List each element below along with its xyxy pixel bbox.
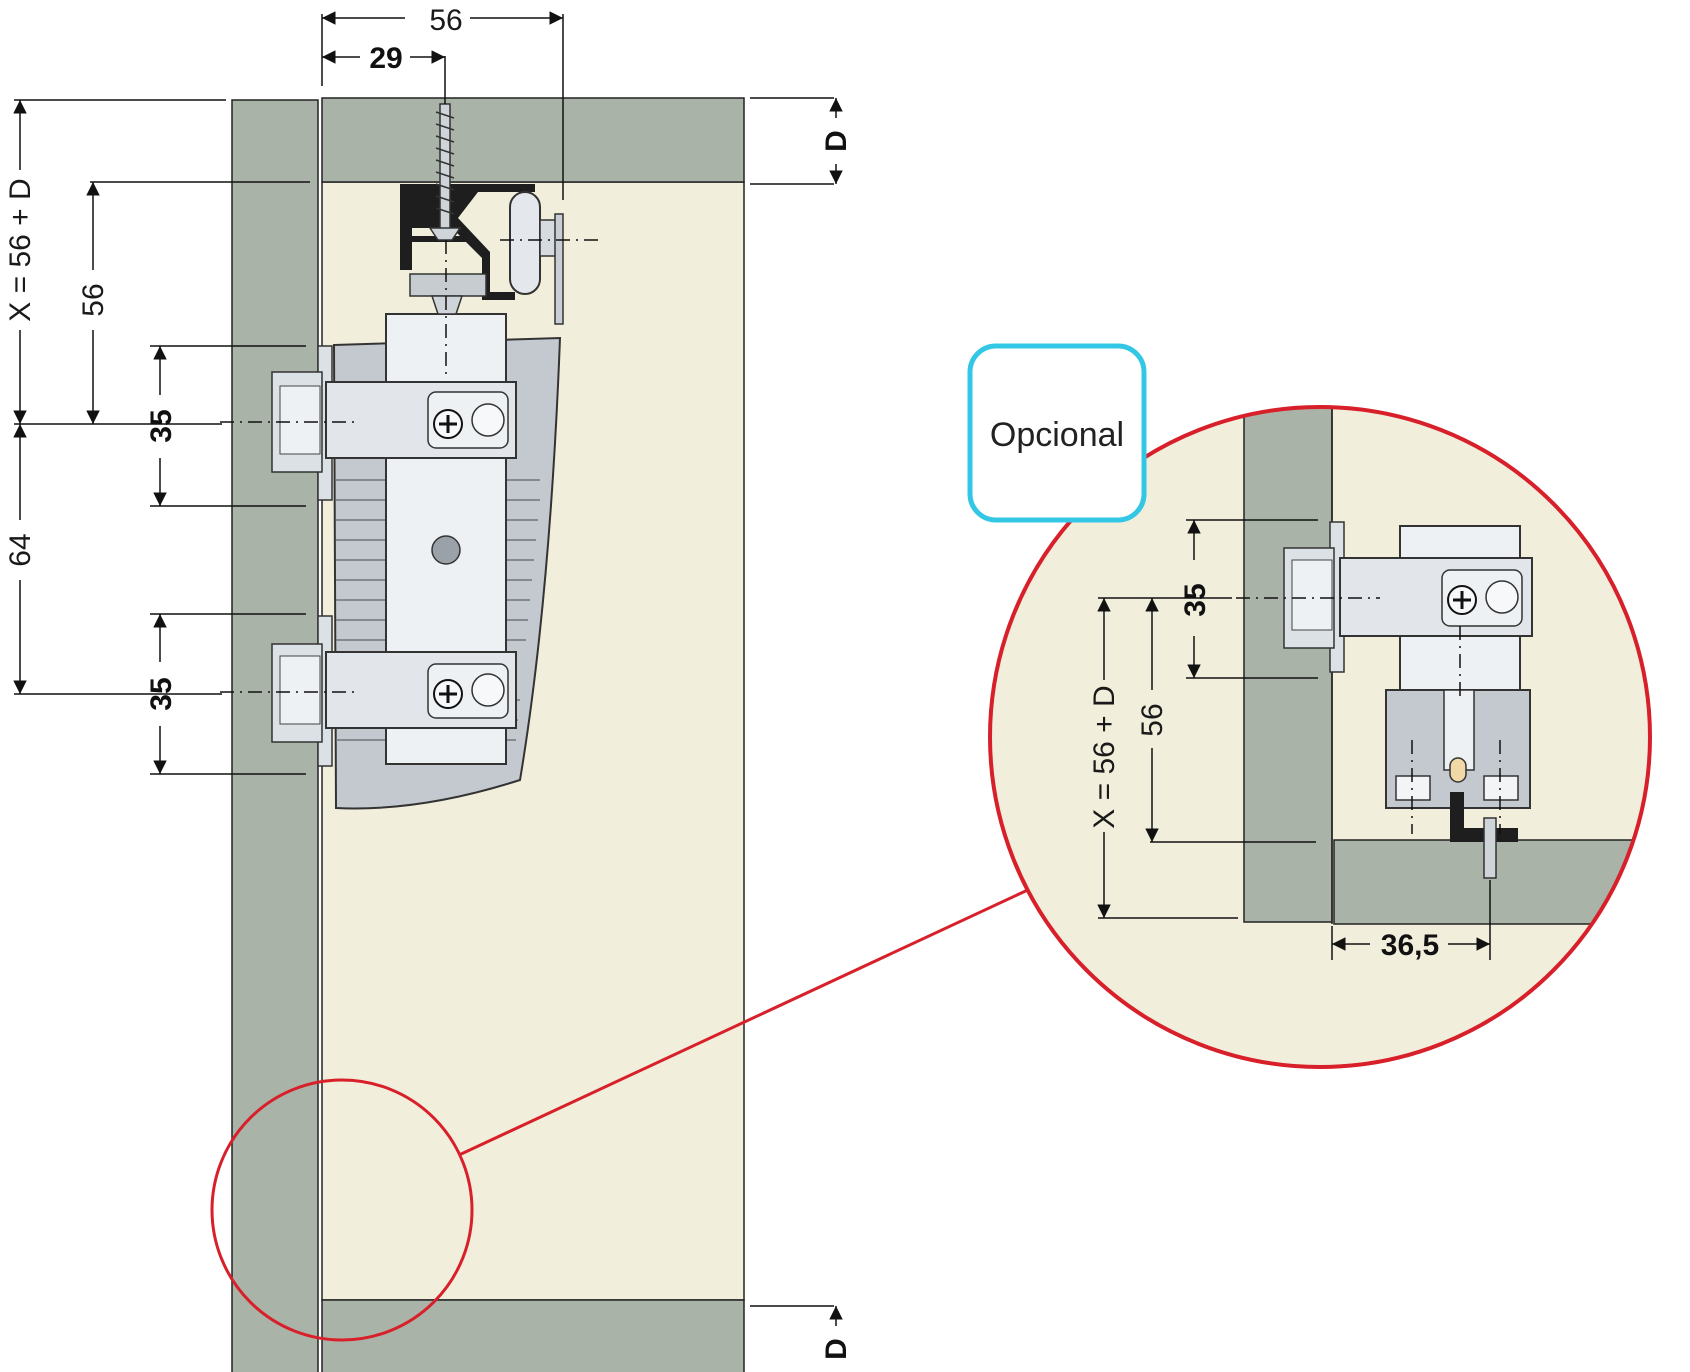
- dimension-lines: [13, 11, 843, 1326]
- detail-side-panel: [1243, 407, 1333, 923]
- magnifier-source-circle: [210, 1078, 474, 1342]
- detail-bottom-panel: [1333, 839, 1650, 925]
- detail-dim-total-height: X = 56 + D: [1088, 685, 1121, 828]
- detail-dim-clip: 35: [1179, 583, 1212, 616]
- detail-dimension-lines: [1097, 520, 1490, 951]
- dim-screw-offset: 29: [369, 42, 402, 75]
- dim-clip-spacing: 64: [4, 533, 37, 566]
- detail-stop-angle: [1450, 792, 1518, 842]
- detail-view: [990, 407, 1650, 1067]
- center-lines: [220, 239, 600, 693]
- door-hanger-bracket: [332, 295, 562, 810]
- running-wheel: [509, 191, 541, 295]
- top-panel: [321, 97, 745, 183]
- dim-panel-top: D: [820, 130, 853, 152]
- magnifier-detail-circle: [988, 405, 1652, 1069]
- dim-panel-bottom: D: [820, 1338, 853, 1360]
- clip-lower: [271, 615, 517, 767]
- bottom-panel: [321, 1299, 745, 1372]
- dim-rail-height: 56: [77, 283, 110, 316]
- top-screw-icon: [428, 103, 462, 241]
- dim-clip-top: 35: [145, 409, 178, 442]
- optional-label: Opcional: [990, 416, 1124, 454]
- dim-total-height: X = 56 + D: [4, 178, 37, 321]
- optional-callout: [967, 343, 1147, 523]
- bracket-hole: [431, 535, 461, 565]
- dim-clip-bottom: 35: [145, 677, 178, 710]
- magnifier-connector: [458, 886, 1033, 1157]
- detail-dim-rail-height: 56: [1136, 703, 1169, 736]
- detail-dim-screw-offset: 36,5: [1381, 929, 1439, 962]
- dim-top-width: 56: [429, 4, 462, 37]
- top-track-rail: [400, 184, 564, 325]
